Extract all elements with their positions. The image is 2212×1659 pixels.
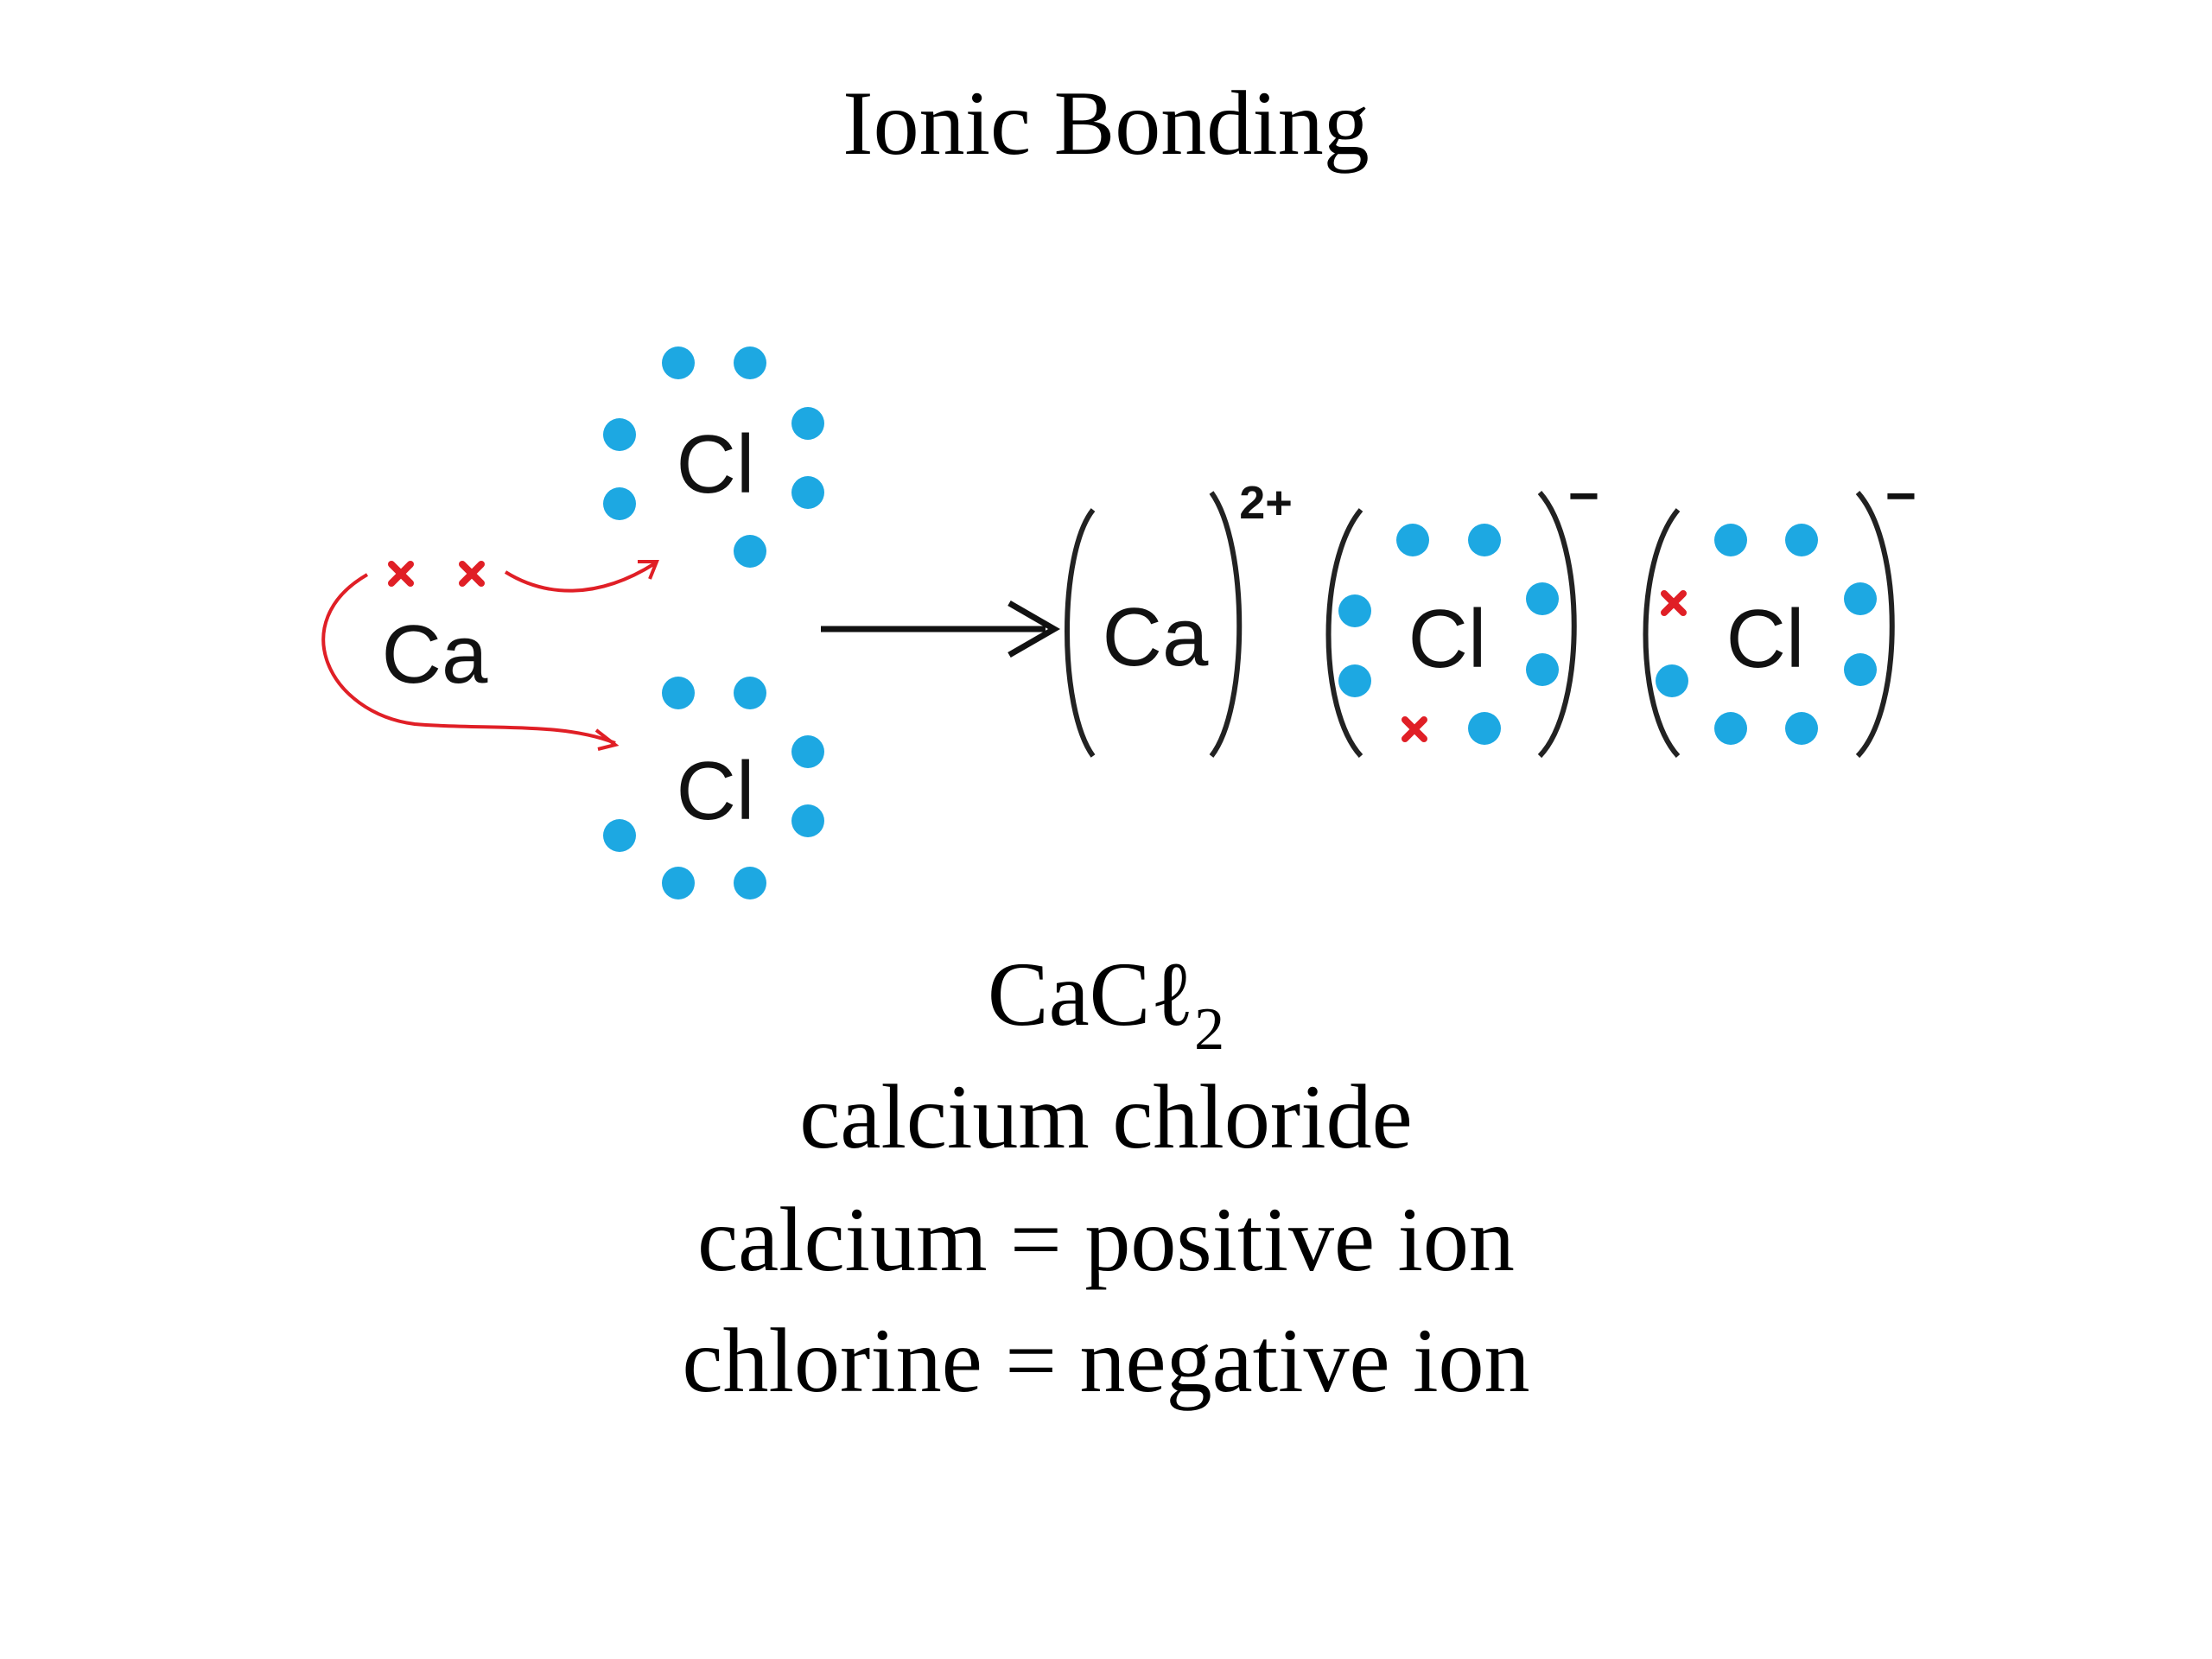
reactant-ca-symbol: Ca xyxy=(382,608,488,701)
transferred-electron-x xyxy=(1402,716,1427,742)
electron-dot xyxy=(1656,664,1688,697)
electron-dot xyxy=(603,819,636,852)
transferred-electron-x xyxy=(1661,590,1687,616)
product-cl-ion-2: Cl − xyxy=(1643,467,1916,759)
electron-dot xyxy=(1844,653,1877,686)
slide-title: Ionic Bonding xyxy=(842,73,1370,174)
product-cl-1-charge: − xyxy=(1568,467,1599,526)
electron-dot xyxy=(1468,712,1501,745)
compound-name: calcium chloride xyxy=(799,1066,1413,1167)
electron-dot xyxy=(734,867,766,899)
transfer-arrow-bottom xyxy=(321,573,616,745)
transfer-arrow-top-head xyxy=(638,560,659,580)
electron-dot xyxy=(662,346,695,379)
transferred-electron-x xyxy=(459,561,485,587)
reactant-ca: Ca xyxy=(382,561,488,701)
left-bracket xyxy=(1065,508,1096,758)
electron-dot xyxy=(662,677,695,709)
right-bracket xyxy=(1537,491,1577,759)
formula-main: CaCℓ xyxy=(987,944,1195,1045)
left-bracket xyxy=(1643,508,1681,759)
transferred-electron-x xyxy=(388,561,414,587)
electron-dot xyxy=(1526,653,1559,686)
electron-dot xyxy=(1468,524,1501,556)
electron-dot xyxy=(603,418,636,451)
electron-dot xyxy=(603,487,636,520)
electron-dot xyxy=(734,346,766,379)
electron-dot xyxy=(1338,594,1371,627)
left-bracket xyxy=(1325,508,1363,759)
product-ca-symbol: Ca xyxy=(1103,591,1209,683)
electron-dot xyxy=(1844,582,1877,615)
product-ca-charge: 2+ xyxy=(1239,477,1293,529)
electron-dot xyxy=(1338,664,1371,697)
right-bracket xyxy=(1855,491,1895,759)
right-bracket xyxy=(1209,491,1243,758)
positive-ion-note: calcium = positive ion xyxy=(697,1189,1515,1290)
reactant-cl-top: Cl xyxy=(603,346,824,568)
electron-dot xyxy=(734,535,766,568)
product-cl-2-charge: − xyxy=(1885,467,1916,526)
product-cl-1-symbol: Cl xyxy=(1408,593,1487,685)
formula-subscript: 2 xyxy=(1194,996,1225,1063)
reactant-cl-bottom-symbol: Cl xyxy=(677,745,755,837)
product-cl-ion-1: Cl − xyxy=(1325,467,1599,759)
electron-dot xyxy=(791,407,824,440)
product-cl-2-symbol: Cl xyxy=(1726,593,1805,685)
electron-dot xyxy=(1714,524,1747,556)
reactant-cl-bottom: Cl xyxy=(603,677,824,899)
reactant-cl-top-symbol: Cl xyxy=(677,418,755,511)
electron-dot xyxy=(791,735,824,768)
electron-dot xyxy=(1714,712,1747,745)
electron-dot xyxy=(791,476,824,509)
product-ca-ion: Ca 2+ xyxy=(1065,477,1293,758)
electron-dot xyxy=(734,677,766,709)
negative-ion-note: chlorine = negative ion xyxy=(682,1310,1530,1411)
electron-dot xyxy=(1785,712,1818,745)
electron-dot xyxy=(1526,582,1559,615)
chemical-formula: CaCℓ2 xyxy=(0,949,2212,1060)
electron-transfer-arrows xyxy=(321,560,659,751)
transfer-arrow-top xyxy=(504,562,657,593)
transfer-arrow-bottom-head xyxy=(594,728,620,751)
reaction-arrow xyxy=(821,600,1061,658)
electron-dot xyxy=(1785,524,1818,556)
electron-dot xyxy=(791,804,824,837)
electron-dot xyxy=(1396,524,1429,556)
electron-dot xyxy=(662,867,695,899)
